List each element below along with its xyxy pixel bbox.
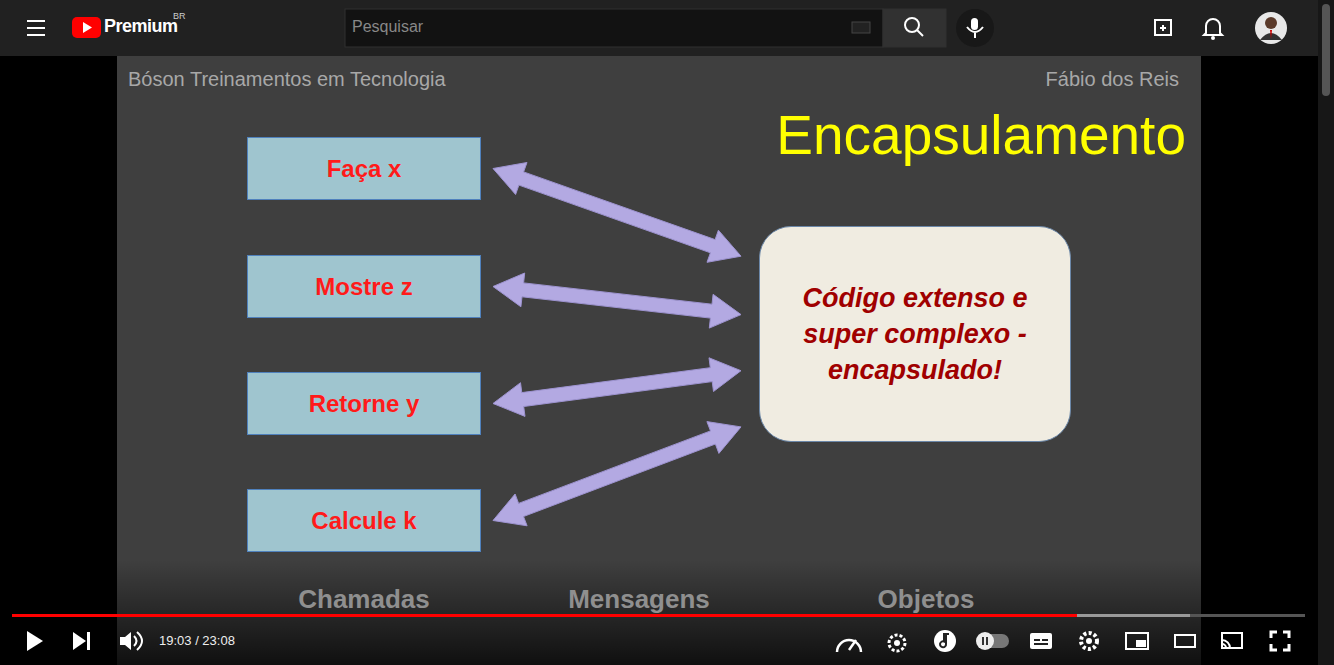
capsule-box: Código extenso e super complexo - encaps… [759,226,1071,442]
double-arrow [493,358,741,417]
double-arrow [493,163,741,263]
channel-name: Bóson Treinamentos em Tecnologia [128,68,628,91]
call-box: Faça x [247,137,481,200]
footer-word: Mensagens [489,584,789,615]
slide-title: Encapsulamento [700,103,1186,167]
region-badge: BR [173,11,193,21]
call-box: Mostre z [247,255,481,318]
time-display: 19:03 / 23:08 [159,633,279,648]
box-body: Código extenso e super complexo - encaps… [784,280,1046,388]
search-placeholder: Pesquisar [352,18,552,36]
call-box: Retorne y [247,372,481,435]
brand-text: Premium [104,16,174,37]
author-name: Fábio dos Reis [879,68,1179,91]
footer-word: Objetos [776,584,1076,615]
box-label: Mostre z [315,273,412,301]
box-label: Retorne y [309,390,420,418]
footer-word: Chamadas [214,584,514,615]
double-arrow [493,422,741,526]
box-label: Faça x [327,155,402,183]
box-label: Calcule k [311,507,416,535]
double-arrow [493,273,741,328]
call-box: Calcule k [247,489,481,552]
